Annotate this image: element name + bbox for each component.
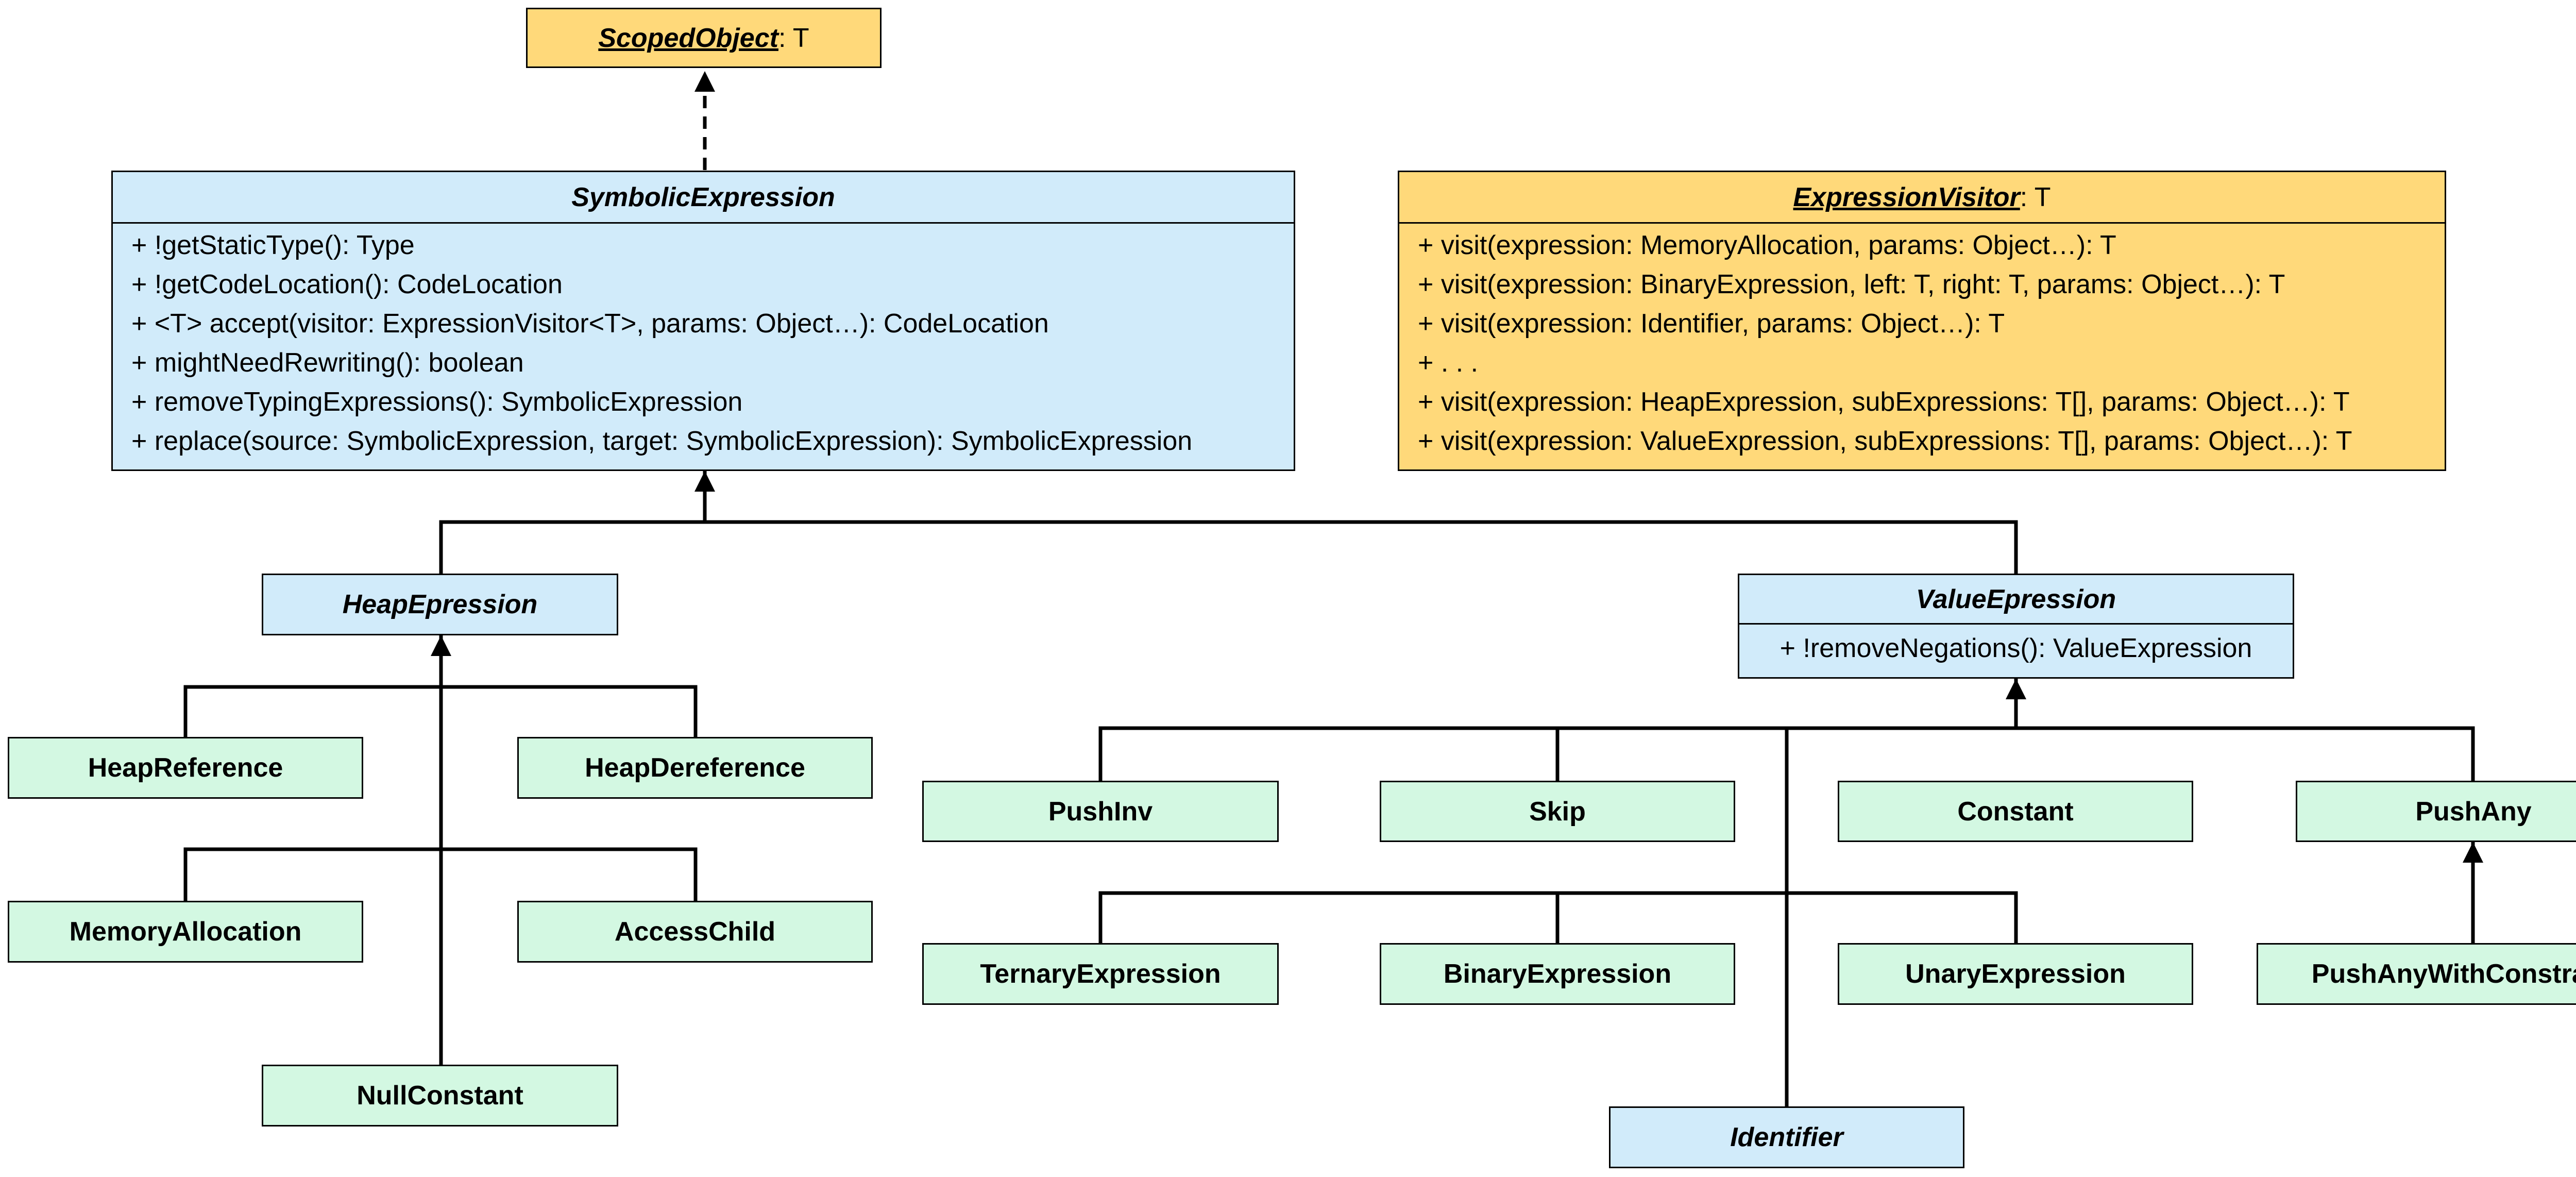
unary-expression-name: UnaryExpression [1905, 959, 2126, 989]
heap-reference-name: HeapReference [88, 753, 283, 783]
expression-visitor-type-param: : T [2020, 182, 2051, 212]
expression-visitor-name: ExpressionVisitor [1793, 182, 2020, 212]
push-inv-class: PushInv [922, 781, 1279, 842]
member: + mightNeedRewriting(): boolean [131, 348, 524, 378]
heap-dereference-name: HeapDereference [585, 753, 805, 783]
expression-visitor-members: + visit(expression: MemoryAllocation, pa… [1399, 224, 2445, 463]
symbolic-expression-class: SymbolicExpression + !getStaticType(): T… [111, 171, 1295, 471]
access-child-class: AccessChild [517, 901, 873, 963]
value-expression-class: ValueEpression + !removeNegations(): Val… [1738, 574, 2294, 679]
heap-dereference-class: HeapDereference [517, 737, 873, 799]
member: + visit(expression: HeapExpression, subE… [1418, 387, 2350, 417]
push-any-with-constraints-name: PushAnyWithConstraints [2311, 959, 2576, 989]
member: + !removeNegations(): ValueExpression [1780, 633, 2252, 663]
push-any-with-constraints-class: PushAnyWithConstraints [2257, 943, 2576, 1005]
member: + visit(expression: Identifier, params: … [1418, 309, 2005, 339]
scoped-object-class: ScopedObject : T [526, 8, 882, 68]
constant-class: Constant [1838, 781, 2193, 842]
skip-name: Skip [1529, 796, 1586, 827]
ternary-expression-name: TernaryExpression [980, 959, 1221, 989]
push-any-name: PushAny [2415, 796, 2532, 827]
member: + replace(source: SymbolicExpression, ta… [131, 426, 1193, 456]
null-constant-name: NullConstant [357, 1081, 523, 1111]
scoped-object-name: ScopedObject [598, 23, 778, 53]
memory-allocation-name: MemoryAllocation [69, 917, 302, 947]
member: + . . . [1418, 348, 1479, 378]
constant-name: Constant [1957, 796, 2074, 827]
member: + !getCodeLocation(): CodeLocation [131, 270, 563, 299]
memory-allocation-class: MemoryAllocation [8, 901, 363, 963]
ternary-expression-class: TernaryExpression [922, 943, 1279, 1005]
member: + !getStaticType(): Type [131, 230, 415, 260]
member: + <T> accept(visitor: ExpressionVisitor<… [131, 309, 1049, 339]
heap-row1-edge [183, 685, 698, 737]
heap-expression-class: HeapEpression [262, 574, 618, 635]
expression-visitor-header: ExpressionVisitor: T [1399, 172, 2445, 224]
value-expression-header: ValueEpression [1739, 575, 2293, 625]
expression-visitor-class: ExpressionVisitor: T + visit(expression:… [1398, 171, 2446, 471]
scoped-object-type-param: : T [778, 23, 809, 53]
push-any-class: PushAny [2296, 781, 2576, 842]
value-expression-members: + !removeNegations(): ValueExpression [1739, 625, 2293, 677]
push-inv-name: PushInv [1048, 796, 1153, 827]
value-expression-name: ValueEpression [1916, 584, 2116, 614]
member: + visit(expression: ValueExpression, sub… [1418, 426, 2352, 456]
member: + visit(expression: MemoryAllocation, pa… [1418, 230, 2116, 260]
member: + removeTypingExpressions(): SymbolicExp… [131, 387, 743, 417]
heap-reference-class: HeapReference [8, 737, 363, 799]
heap-row2-edge [183, 847, 698, 901]
null-constant-class: NullConstant [262, 1065, 618, 1126]
binary-expression-class: BinaryExpression [1380, 943, 1735, 1005]
binary-expression-name: BinaryExpression [1443, 959, 1672, 989]
heap-expression-name: HeapEpression [342, 590, 538, 619]
heap-to-symbolic-edge [439, 520, 2018, 574]
member: + visit(expression: BinaryExpression, le… [1418, 270, 2285, 299]
scoped-object-header: ScopedObject : T [528, 9, 880, 66]
symbolic-expression-name: SymbolicExpression [571, 182, 835, 212]
symbolic-expression-members: + !getStaticType(): Type + !getCodeLocat… [113, 224, 1294, 463]
identifier-name: Identifier [1730, 1122, 1843, 1152]
identifier-class: Identifier [1609, 1106, 1964, 1168]
skip-class: Skip [1380, 781, 1735, 842]
access-child-name: AccessChild [614, 917, 776, 947]
symbolic-expression-header: SymbolicExpression [113, 172, 1294, 224]
unary-expression-class: UnaryExpression [1838, 943, 2193, 1005]
